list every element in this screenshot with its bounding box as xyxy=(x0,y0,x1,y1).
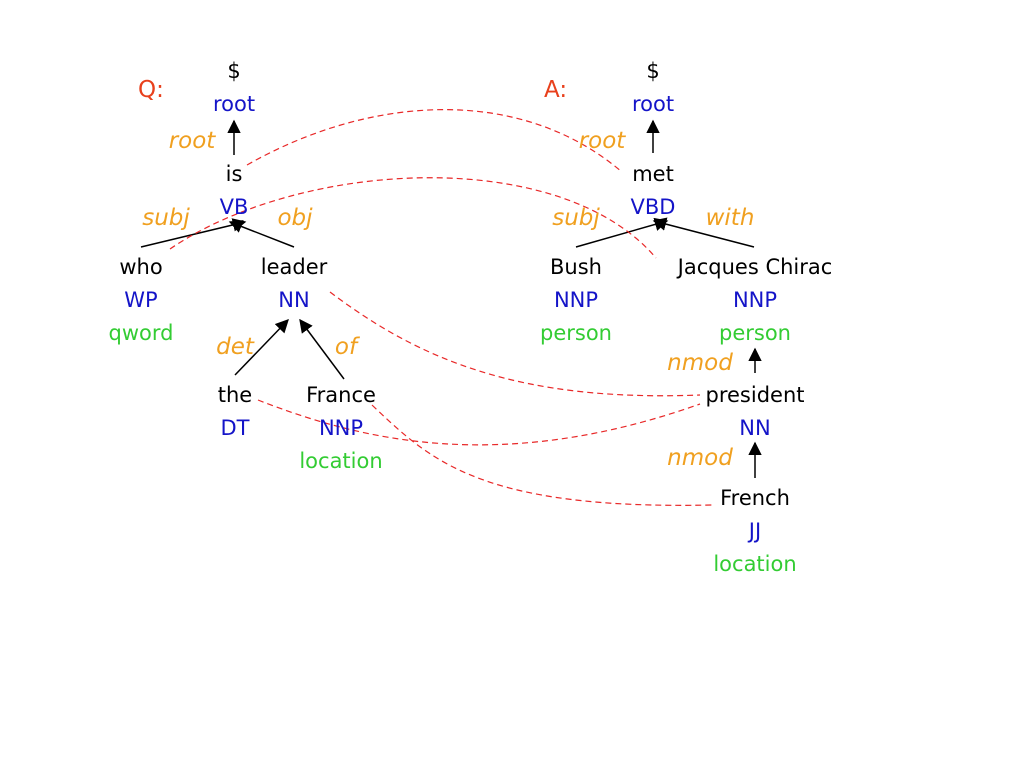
a-french-pos: JJ xyxy=(748,519,762,543)
mapping-leader-president xyxy=(329,291,701,397)
q-france-pos: NNP xyxy=(318,416,364,440)
question-tag: Q: xyxy=(138,77,164,103)
a-rel-with: with xyxy=(705,205,755,231)
q-the-word: the xyxy=(217,383,253,407)
q-rel-obj: obj xyxy=(277,205,313,231)
a-bush-ner: person xyxy=(540,321,612,345)
q-france-ner: location xyxy=(299,449,383,473)
a-rel-nmod-2: nmod xyxy=(667,445,733,471)
a-rel-nmod-1: nmod xyxy=(667,350,733,376)
q-root-word: $ xyxy=(227,59,241,83)
q-is-pos: VB xyxy=(219,195,249,219)
q-leader-word: leader xyxy=(260,255,328,279)
q-the-pos: DT xyxy=(220,416,250,440)
q-subj-arrow xyxy=(140,218,247,248)
a-bush-pos: NNP xyxy=(553,288,599,312)
a-president-word: president xyxy=(705,383,805,407)
a-chirac-pos: NNP xyxy=(732,288,778,312)
a-chirac-word: Jacques Chirac xyxy=(677,255,833,279)
a-french-word: French xyxy=(720,486,790,510)
mapping-france-french xyxy=(371,404,713,506)
a-chirac-ner: person xyxy=(719,321,791,345)
q-det-arrow xyxy=(234,319,289,376)
q-rel-root: root xyxy=(168,128,216,154)
a-french-ner: location xyxy=(713,552,797,576)
q-obj-arrow xyxy=(228,220,295,248)
q-leader-pos: NN xyxy=(278,288,310,312)
a-rel-root: root xyxy=(578,128,626,154)
a-with-arrow xyxy=(652,217,755,248)
q-of-arrow xyxy=(299,318,345,380)
q-rel-of: of xyxy=(334,334,358,360)
a-root-word: $ xyxy=(646,59,660,83)
a-bush-word: Bush xyxy=(550,255,602,279)
q-who-pos: WP xyxy=(124,288,158,312)
q-rel-subj: subj xyxy=(142,205,190,231)
q-rel-det: det xyxy=(216,334,254,360)
mapping-the-president xyxy=(257,399,701,446)
a-rel-subj: subj xyxy=(552,205,600,231)
q-is-word: is xyxy=(225,162,243,186)
a-met-word: met xyxy=(632,162,674,186)
q-france-word: France xyxy=(306,383,376,407)
mapping-is-met xyxy=(246,109,623,173)
q-who-ner: qword xyxy=(108,321,174,345)
a-president-pos: NN xyxy=(739,416,771,440)
a-subj-arrow xyxy=(575,217,669,248)
a-root-pos: root xyxy=(631,92,675,116)
q-root-pos: root xyxy=(212,92,256,116)
q-who-word: who xyxy=(119,255,163,279)
answer-tag: A: xyxy=(544,77,568,103)
a-met-pos: VBD xyxy=(630,195,676,219)
